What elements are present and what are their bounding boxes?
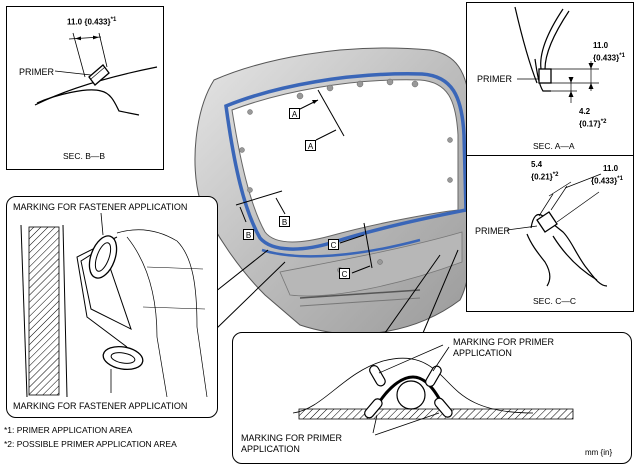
fastener-marking-panel: MARKING FOR FASTENER APPLICATION MARKING…	[6, 196, 218, 418]
aa-main-dim: 11.0	[593, 41, 609, 50]
aa-main-dim-in: {0.433}*1	[593, 53, 625, 63]
primer-bottom-label-2: APPLICATION	[241, 444, 300, 454]
section-tag-b: B	[279, 216, 290, 227]
section-aa-panel: 11.0 {0.433}*1 PRIMER 4.2 {0.17}*2 SEC. …	[466, 2, 634, 156]
section-tag-c: C	[339, 268, 350, 279]
bb-primer-label: PRIMER	[19, 67, 55, 77]
aa-small-dim: 4.2	[579, 107, 591, 116]
primer-marking-panel: MARKING FOR PRIMER APPLICATION MARKING F…	[232, 332, 632, 464]
cc-primer-label: PRIMER	[475, 226, 511, 236]
aa-primer-label: PRIMER	[477, 74, 513, 84]
section-tag-a: A	[289, 108, 300, 119]
section-bb-panel: 11.0 {0.433}*1 PRIMER SEC. B—B	[6, 6, 164, 170]
sealant-bead	[224, 72, 468, 251]
note-primer-area: *1: PRIMER APPLICATION AREA	[4, 425, 133, 435]
aa-caption: SEC. A—A	[533, 141, 575, 151]
primer-top-label-2: APPLICATION	[453, 348, 512, 358]
section-tag-c: C	[328, 239, 339, 250]
primer-top-label-1: MARKING FOR PRIMER	[453, 337, 555, 347]
fastener-top-label: MARKING FOR FASTENER APPLICATION	[13, 202, 188, 212]
window-opening	[231, 79, 459, 243]
cc-left-dim-in: {0.21}*2	[531, 172, 559, 182]
section-tag-a: A	[305, 140, 316, 151]
units-label: mm {in}	[585, 448, 613, 457]
cc-left-dim: 5.4	[531, 160, 543, 169]
fastener-bottom-label: MARKING FOR FASTENER APPLICATION	[13, 401, 188, 411]
cc-caption: SEC. C—C	[533, 296, 576, 306]
bb-caption: SEC. B—B	[63, 151, 106, 161]
section-tag-b: B	[243, 229, 254, 240]
aa-small-dim-in: {0.17}*2	[579, 119, 607, 129]
cc-right-dim-in: {0.433}*1	[591, 176, 623, 186]
cc-right-dim: 11.0	[603, 164, 619, 173]
section-cc-panel: 5.4 {0.21}*2 11.0 {0.433}*1 PRIMER SEC. …	[466, 155, 634, 312]
note-possible-primer-area: *2: POSSIBLE PRIMER APPLICATION AREA	[4, 439, 177, 449]
primer-bottom-label-1: MARKING FOR PRIMER	[241, 433, 343, 443]
bb-dimension: 11.0 {0.433}*1	[67, 17, 117, 27]
